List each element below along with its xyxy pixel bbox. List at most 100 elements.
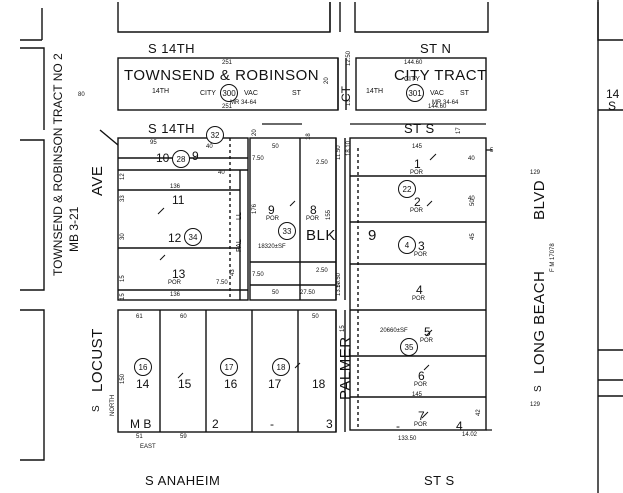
dim-18-10: 18.10 — [346, 140, 352, 156]
lot-13: 13 — [172, 267, 186, 281]
lot-mb-dash: - — [270, 417, 274, 431]
block-lot5-sf: 20660±SF — [380, 328, 408, 334]
lot-2: 2 — [414, 195, 421, 209]
label-pal: PAL — [236, 239, 243, 252]
tract-city-tract: CITY TRACT — [394, 67, 487, 84]
lot-12: 12 — [168, 231, 182, 245]
dim-5: 5 — [490, 148, 494, 154]
lot-9-por: POR — [266, 216, 280, 222]
dim-136b: 136 — [170, 292, 181, 298]
lot-8-por: POR — [306, 216, 320, 222]
lot-11: 11 — [172, 193, 185, 207]
circle-18: 18 — [272, 358, 290, 376]
tract-st-right: ST — [460, 90, 469, 97]
street-locust-prefix: S — [91, 405, 102, 412]
lot-4-por: POR — [412, 296, 426, 302]
lot-9w: 9 — [192, 149, 199, 163]
lot-5-por: POR — [420, 338, 434, 344]
dim-17: 17 — [456, 127, 462, 134]
dim-15: 15 — [120, 275, 126, 282]
street-st-bottom: ST S — [424, 473, 455, 488]
dim-50d: 50 — [470, 199, 476, 206]
dim-50b: 50 — [272, 290, 279, 296]
block-fm: F M 17078 — [550, 243, 556, 272]
lot-7-por: POR — [414, 422, 428, 428]
street-long-beach-prefix: S — [533, 385, 544, 392]
circle-32: 32 — [206, 126, 224, 144]
dim-95: 95 — [150, 140, 157, 146]
circle-16: 16 — [134, 358, 152, 376]
dim-7-50a: 7.50 — [252, 156, 264, 162]
circle-34: 34 — [184, 228, 202, 246]
lot-mb: M B — [130, 417, 152, 431]
street-edge-14: 14 — [606, 87, 620, 101]
dim-7-50b: 7.50 — [252, 272, 264, 278]
dim-20a: 20 — [252, 129, 258, 136]
tract-vac-left: VAC — [244, 90, 258, 97]
dim-129b: 129 — [530, 402, 541, 408]
dim-13: 13 — [346, 99, 352, 106]
dim-40b: 40 — [218, 170, 225, 176]
block-circle-33: 33 — [278, 222, 296, 240]
dim-15c: 15 — [340, 325, 346, 332]
dim-61: 61 — [136, 314, 143, 320]
lot-1: 1 — [414, 157, 421, 171]
dim-59: 59 — [180, 434, 187, 440]
tract-144-top: 144.60 — [404, 60, 423, 66]
circle-22: 22 — [398, 180, 416, 198]
dim-155: 155 — [326, 209, 332, 220]
label-ll: LL — [236, 212, 243, 220]
circle-28: 28 — [172, 150, 190, 168]
block-lot9-sf: 18320±SF — [258, 244, 286, 250]
dim-50a: 50 — [272, 144, 279, 150]
lot-mb3: 3 — [326, 417, 333, 431]
south-block — [117, 309, 346, 433]
tract-14th-left: 14TH — [152, 88, 170, 95]
dim-43: 43 — [230, 269, 236, 276]
tract-townsend-robinson: TOWNSEND & ROBINSON — [124, 67, 320, 84]
tract-vac-right: VAC — [430, 90, 444, 97]
lot-10: 10 — [156, 151, 170, 165]
dim-2-50a: 2.50 — [316, 160, 328, 166]
lot-7: 7 — [418, 409, 425, 423]
lot-5: 5 — [424, 325, 431, 339]
block-label: BLK — [306, 227, 336, 244]
lot-4b: 4 — [456, 419, 463, 433]
dim-50c: 50 — [312, 314, 319, 320]
tract-mb-3-21: MB 3-21 — [67, 206, 81, 252]
lot-16: 16 — [224, 377, 238, 391]
lot-13-por: POR — [168, 280, 182, 286]
dim-20b: 20 — [324, 77, 330, 84]
lot-7-dash: - — [396, 419, 400, 433]
dim-15b: 15 — [120, 293, 126, 300]
tract-251-bot: 251 — [222, 104, 233, 110]
east-edge — [597, 0, 623, 493]
dim-7-50c: 7.50 — [216, 280, 228, 286]
dim-40c: 40 — [468, 156, 475, 162]
tract-townsend-no2: TOWNSEND & ROBINSON TRACT NO 2 — [51, 53, 65, 276]
street-st-n: ST N — [420, 41, 452, 56]
lot-9: 9 — [268, 203, 275, 217]
dim-133-50: 133.50 — [398, 436, 417, 442]
label-north: NORTH — [110, 394, 116, 416]
circle-17: 17 — [220, 358, 238, 376]
dim-60: 60 — [180, 314, 187, 320]
lot-mb2: 2 — [212, 417, 219, 431]
lot-1-por: POR — [410, 170, 424, 176]
east-block — [349, 137, 487, 431]
dim-80: 80 — [78, 92, 85, 98]
lot-4: 4 — [416, 283, 423, 297]
lot-18: 18 — [312, 377, 326, 391]
dim-40a: 40 — [206, 144, 213, 150]
dim-2-50b: 2.50 — [316, 268, 328, 274]
townsend-row — [117, 57, 487, 111]
lot-arrows — [157, 153, 437, 419]
dim-45: 45 — [470, 233, 476, 240]
tract-144-bot: 144.60 — [428, 104, 447, 110]
dim-33: 33 — [120, 195, 126, 202]
dim-150: 150 — [120, 373, 126, 384]
dim-42: 42 — [476, 409, 482, 416]
label-east: EAST — [140, 444, 156, 450]
tract-circle-301: 301 — [406, 84, 424, 102]
